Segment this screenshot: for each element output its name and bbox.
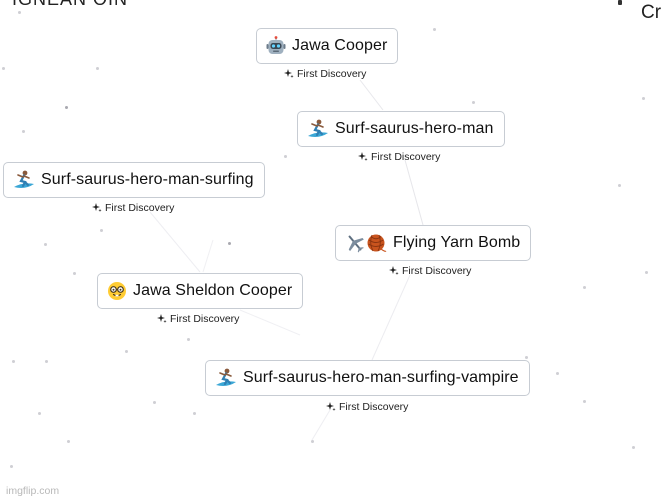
bg-dot [22, 130, 25, 133]
discovery-text: First Discovery [105, 202, 175, 214]
discovery-text: First Discovery [297, 68, 367, 80]
bg-dot [45, 360, 48, 363]
surfer-icon [307, 119, 329, 139]
nerd-face-icon [107, 281, 127, 301]
bg-dot [583, 286, 586, 289]
first-discovery-badge: First Discovery [284, 68, 366, 80]
top-left-cut-text: IGNEAN OIN [12, 0, 128, 10]
sparkle-icon [358, 152, 368, 162]
first-discovery-badge: First Discovery [358, 151, 440, 163]
sparkle-icon [284, 69, 294, 79]
sparkle-icon [326, 402, 336, 412]
element-surf-saurus-hero-man-surfing-vampire[interactable]: Surf-saurus-hero-man-surfing-vampire [205, 360, 530, 396]
sparkle-icon [92, 203, 102, 213]
bg-dot [153, 401, 156, 404]
element-surf-saurus-hero-man-surfing[interactable]: Surf-saurus-hero-man-surfing [3, 162, 265, 198]
bg-dot [642, 97, 645, 100]
element-label: Jawa Sheldon Cooper [133, 282, 293, 299]
surfer-icon [13, 170, 35, 190]
sparkle-icon [157, 314, 167, 324]
bg-dot [12, 360, 15, 363]
element-surf-saurus-hero-man[interactable]: Surf-saurus-hero-man [297, 111, 505, 147]
bg-dot [18, 11, 21, 14]
first-discovery-badge: First Discovery [389, 265, 471, 277]
top-right-marker [618, 0, 622, 5]
bg-dot [10, 465, 13, 468]
surfer-icon [215, 368, 237, 388]
airplane-yarn-icon [345, 233, 387, 253]
bg-dot [67, 440, 70, 443]
element-jawa-sheldon-cooper[interactable]: Jawa Sheldon Cooper [97, 273, 304, 309]
bg-dot [583, 400, 586, 403]
bg-dot [228, 242, 231, 245]
element-label: Jawa Cooper [292, 37, 388, 54]
element-label: Surf-saurus-hero-man-surfing [41, 171, 254, 188]
first-discovery-badge: First Discovery [157, 313, 239, 325]
robot-icon [266, 36, 286, 56]
sparkle-icon [389, 266, 399, 276]
bg-dot [187, 338, 190, 341]
bg-dot [472, 101, 475, 104]
bg-dot [645, 271, 648, 274]
bg-dot [100, 229, 103, 232]
bg-dot [632, 446, 635, 449]
top-right-cut-text: Cr [641, 2, 661, 23]
bg-dot [38, 412, 41, 415]
discovery-text: First Discovery [402, 265, 472, 277]
discovery-text: First Discovery [371, 151, 441, 163]
element-jawa-cooper[interactable]: Jawa Cooper [256, 28, 399, 64]
bg-dot [65, 106, 68, 109]
element-label: Surf-saurus-hero-man [335, 120, 494, 137]
bg-dot [433, 28, 436, 31]
bg-dot [556, 372, 559, 375]
discovery-text: First Discovery [170, 313, 240, 325]
bg-dot [44, 243, 47, 246]
element-label: Surf-saurus-hero-man-surfing-vampire [243, 369, 519, 386]
element-label: Flying Yarn Bomb [393, 234, 521, 251]
bg-dot [125, 350, 128, 353]
bg-dot [73, 272, 76, 275]
bg-dot [96, 67, 99, 70]
bg-dot [618, 184, 621, 187]
bg-dot [311, 440, 314, 443]
element-flying-yarn-bomb[interactable]: Flying Yarn Bomb [335, 225, 532, 261]
bg-dot [284, 155, 287, 158]
bg-dot [525, 356, 528, 359]
imgflip-watermark: imgflip.com [6, 485, 60, 497]
first-discovery-badge: First Discovery [326, 401, 408, 413]
discovery-text: First Discovery [339, 401, 409, 413]
bg-dot [193, 412, 196, 415]
first-discovery-badge: First Discovery [92, 202, 174, 214]
bg-dot [2, 67, 5, 70]
